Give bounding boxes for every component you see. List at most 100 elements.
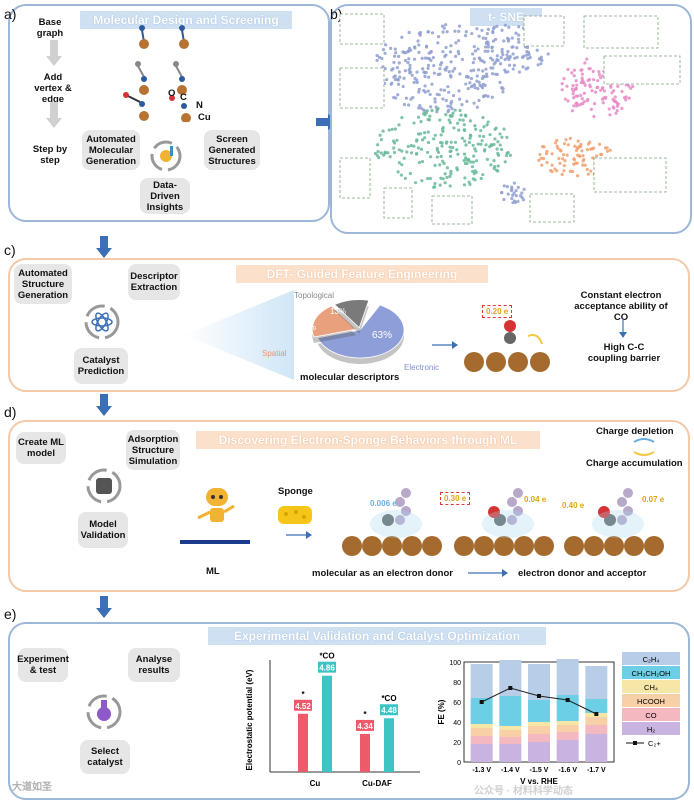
legend-label: CO xyxy=(645,711,656,720)
tsne-point xyxy=(469,77,474,81)
charge-040: 0.40 e xyxy=(562,501,585,510)
tsne-point xyxy=(496,164,500,168)
pie-label-spatial: Spatial xyxy=(262,349,287,358)
tsne-point xyxy=(441,159,445,163)
tsne-point xyxy=(439,133,443,137)
tsne-point xyxy=(570,109,575,113)
tsne-point xyxy=(608,148,612,152)
tsne-point xyxy=(397,61,401,65)
tsne-point xyxy=(379,138,384,142)
tsne-point xyxy=(479,176,483,181)
tsne-point xyxy=(456,49,460,53)
tsne-point xyxy=(501,90,505,94)
stack-segment xyxy=(470,736,493,744)
tsne-point xyxy=(415,70,419,74)
tsne-point xyxy=(609,85,613,89)
tsne-point xyxy=(613,95,617,99)
tsne-point xyxy=(505,185,510,189)
tsne-point xyxy=(423,84,427,88)
tsne-point xyxy=(571,89,576,93)
tsne-point xyxy=(520,191,524,195)
ml-cycle-icon xyxy=(86,468,122,504)
tsne-point xyxy=(444,53,448,57)
pie-value-electronic: 63% xyxy=(372,330,393,341)
tsne-point xyxy=(526,56,530,61)
stack-segment xyxy=(470,664,493,698)
tsne-point xyxy=(511,52,515,56)
tsne-point xyxy=(566,67,570,72)
tsne-point xyxy=(588,67,592,71)
tsne-point xyxy=(446,104,450,108)
tsne-point xyxy=(580,78,585,82)
tsne-point xyxy=(588,83,592,87)
tsne-point xyxy=(429,49,433,54)
tsne-point xyxy=(405,150,409,154)
tsne-point xyxy=(480,139,484,143)
tsne-point xyxy=(448,114,452,118)
legend-label: H₂ xyxy=(647,725,655,734)
tsne-point xyxy=(468,81,472,85)
tsne-point xyxy=(472,44,476,49)
molecule-atom xyxy=(395,515,405,525)
tsne-point xyxy=(446,110,450,114)
tsne-point xyxy=(444,45,448,50)
legend-swatch xyxy=(622,694,680,707)
tsne-point xyxy=(445,166,449,170)
box-descriptor-extraction: Descriptor Extraction xyxy=(128,264,180,300)
cu-atom xyxy=(402,536,422,556)
tsne-point xyxy=(427,75,431,79)
tsne-point xyxy=(563,159,567,163)
cu-atom xyxy=(342,536,362,556)
tsne-point xyxy=(423,136,427,140)
tsne-point xyxy=(540,58,544,62)
charge-030: 0.30 e xyxy=(440,492,471,505)
tsne-point xyxy=(476,142,480,146)
tsne-point xyxy=(512,191,516,195)
tsne-point xyxy=(473,178,477,182)
tsne-point xyxy=(591,146,596,150)
tsne-point xyxy=(537,158,541,162)
tsne-point xyxy=(470,31,474,36)
tsne-point xyxy=(426,140,431,145)
tsne-point xyxy=(536,63,540,67)
tsne-point xyxy=(517,33,521,37)
atom-label-c: C xyxy=(180,92,187,103)
tsne-point xyxy=(469,85,473,89)
tsne-point xyxy=(605,149,610,153)
tsne-point xyxy=(498,132,502,136)
caption-electron-donor: molecular as an electron donor xyxy=(312,568,453,579)
tsne-point xyxy=(428,176,432,181)
tsne-point xyxy=(440,61,444,65)
stack-segment xyxy=(556,740,579,762)
tsne-point xyxy=(500,28,504,32)
tsne-point xyxy=(392,60,396,65)
tsne-point xyxy=(466,87,470,91)
structure-inset xyxy=(583,15,659,49)
tsne-point xyxy=(448,184,452,188)
tsne-point xyxy=(589,107,593,111)
x-tick-label: Cu-DAF xyxy=(362,779,392,788)
c2plus-point xyxy=(594,712,599,716)
arrow-right-icon xyxy=(286,531,312,539)
tsne-point xyxy=(508,55,512,60)
charge-cloud xyxy=(592,510,644,538)
panel-a-title: Molecular Design and Screening xyxy=(80,11,292,29)
tsne-point xyxy=(502,197,506,202)
legend-label: CH₄ xyxy=(644,683,658,692)
stack-segment xyxy=(528,722,550,726)
tsne-point xyxy=(575,83,579,87)
tsne-point xyxy=(468,133,473,137)
tsne-point xyxy=(482,60,486,64)
tsne-point xyxy=(457,89,461,93)
tsne-point xyxy=(601,74,605,78)
tsne-point xyxy=(485,157,490,161)
tsne-point xyxy=(451,69,455,73)
tsne-point xyxy=(443,181,447,185)
tsne-point xyxy=(454,41,458,45)
tsne-point xyxy=(477,80,481,84)
tsne-point xyxy=(581,154,585,158)
tsne-point xyxy=(510,45,514,49)
bar-tag: * xyxy=(301,690,305,699)
bar-label-bg xyxy=(380,704,398,716)
tsne-point xyxy=(478,134,482,138)
